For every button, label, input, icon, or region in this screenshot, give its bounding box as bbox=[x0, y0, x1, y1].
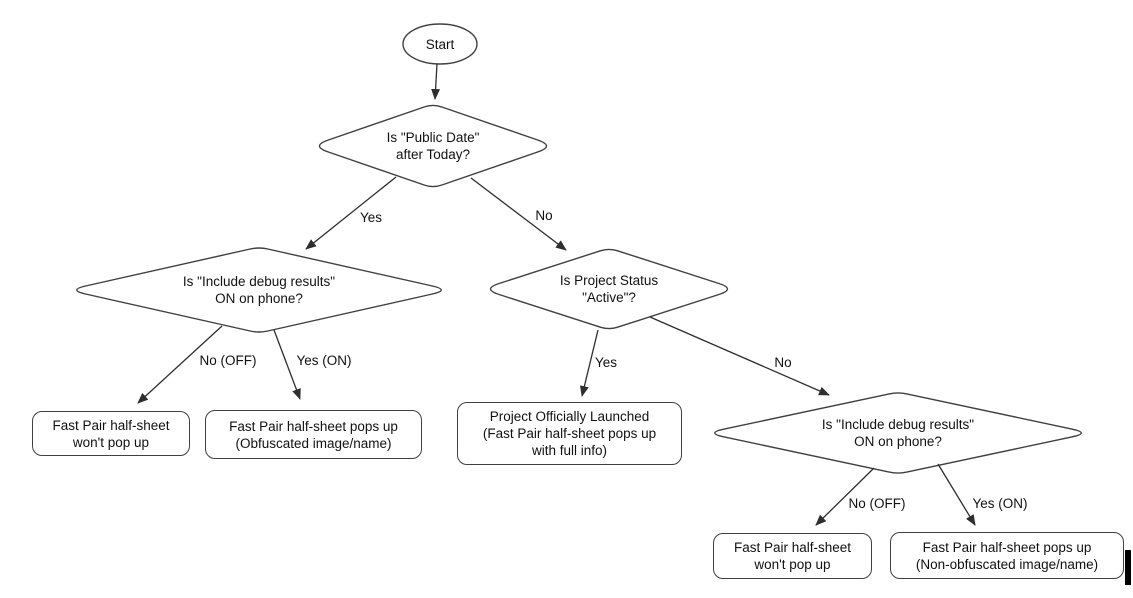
decision-debug-right-label: Is "Include debug results" ON on phone? bbox=[821, 417, 975, 449]
edge-public-date-yes bbox=[305, 176, 397, 250]
edge-start-to-public-date bbox=[431, 63, 441, 100]
edge-label-public-date-yes: Yes bbox=[359, 210, 383, 225]
outcome-box-non-obfuscated: Fast Pair half-sheet pops up (Non-obfusc… bbox=[890, 532, 1124, 579]
edge-label-status-no: No bbox=[774, 355, 792, 370]
edge-label-debug-right-yes-on: Yes (ON) bbox=[972, 496, 1028, 511]
edge-label-debug-left-yes-on: Yes (ON) bbox=[296, 353, 352, 368]
decision-diamond-debug-left bbox=[76, 247, 442, 333]
decision-diamond-debug-right bbox=[714, 392, 1082, 474]
edge-label-status-yes: Yes bbox=[594, 355, 618, 370]
start-ellipse bbox=[402, 23, 478, 65]
edge-label-public-date-no: No bbox=[535, 208, 553, 223]
start-node-label: Start bbox=[425, 36, 455, 52]
edge-debug-right-yes-on bbox=[937, 463, 976, 526]
decision-project-status-label: Is Project Status "Active"? bbox=[559, 273, 659, 305]
edge-status-yes bbox=[579, 329, 599, 397]
text-cursor-artifact bbox=[1125, 550, 1131, 585]
outcome-box-obfuscated: Fast Pair half-sheet pops up (Obfuscated… bbox=[205, 410, 422, 459]
edge-debug-left-yes-on bbox=[273, 329, 301, 400]
decision-diamond-project-status bbox=[489, 248, 729, 330]
edge-label-debug-right-no-off: No (OFF) bbox=[848, 496, 906, 511]
outcome-box-launched: Project Officially Launched (Fast Pair h… bbox=[457, 402, 682, 465]
edge-debug-right-no-off bbox=[815, 467, 875, 526]
edge-debug-left-no-off bbox=[137, 325, 223, 404]
edge-status-no bbox=[649, 316, 830, 396]
outcome-box-left-no-popup: Fast Pair half-sheet won't pop up bbox=[32, 411, 190, 456]
edge-label-debug-left-no-off: No (OFF) bbox=[199, 353, 257, 368]
decision-diamond-public-date bbox=[318, 104, 548, 188]
edge-public-date-no bbox=[470, 177, 567, 251]
decision-debug-left-label: Is "Include debug results" ON on phone? bbox=[182, 274, 336, 306]
outcome-box-right-no-popup: Fast Pair half-sheet won't pop up bbox=[713, 533, 872, 579]
decision-public-date-label: Is "Public Date" after Today? bbox=[386, 130, 480, 162]
